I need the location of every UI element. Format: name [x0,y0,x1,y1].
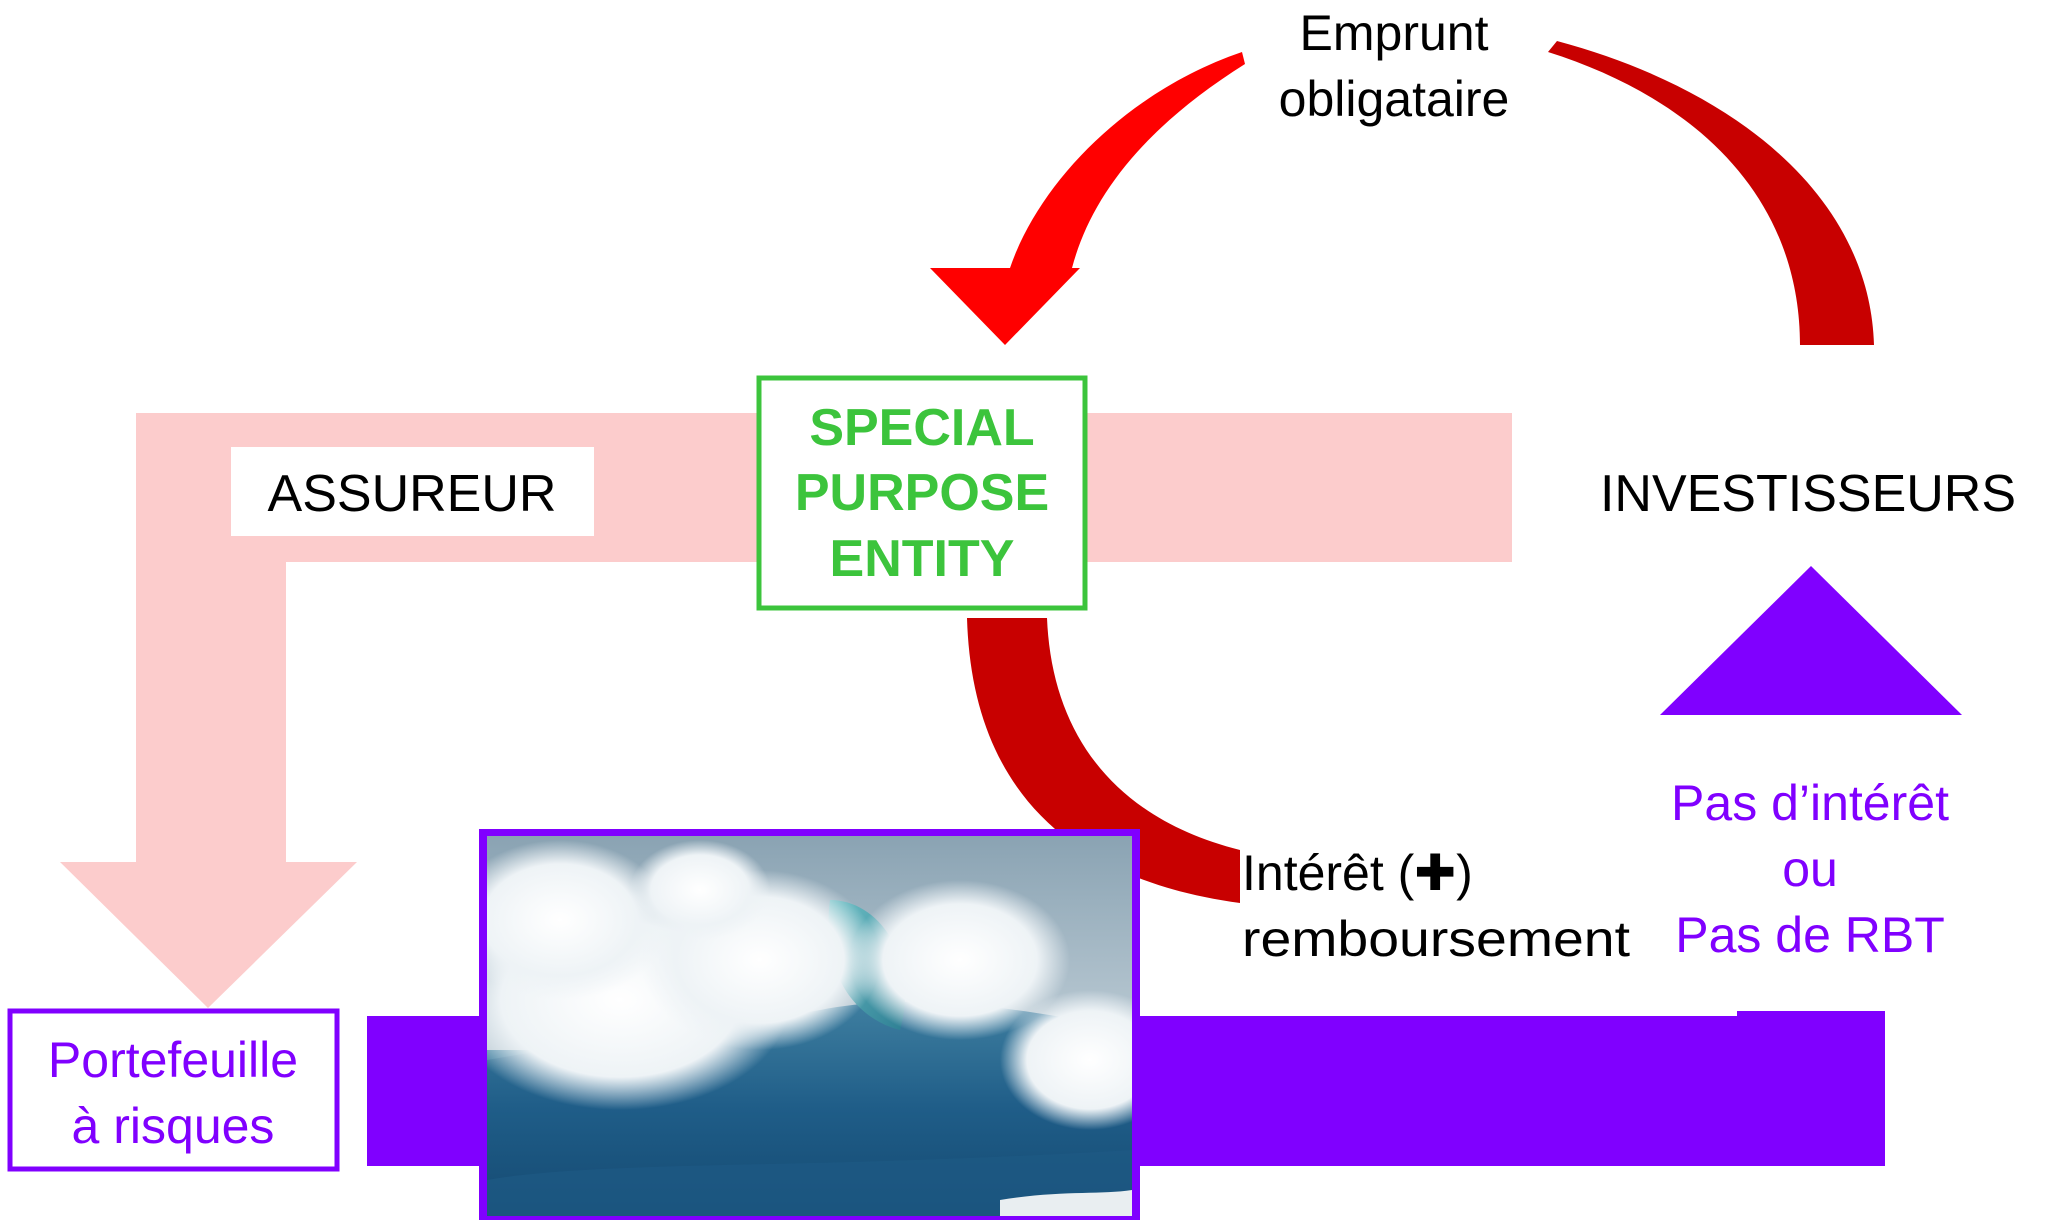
spe-label-line2: PURPOSE [795,464,1049,522]
emprunt-label-line2: obligataire [1279,71,1510,127]
portefeuille-label-line2: à risques [72,1098,275,1154]
investisseurs-label: INVESTISSEURS [1600,465,2016,523]
portefeuille-label-line1: Portefeuille [48,1032,298,1088]
spe-box: SPECIAL PURPOSE ENTITY [756,375,1088,611]
assureur-label-bg [231,447,594,536]
pas-label-line1: Pas d’intérêt [1671,775,1949,831]
interet-label-line2: remboursement [1242,911,1630,967]
pas-label-bg [1637,755,1982,1011]
interet-label-line1: Intérêt (✚) [1242,845,1473,901]
emprunt-label-line1: Emprunt [1300,5,1489,61]
assureur-label: ASSUREUR [268,465,557,523]
pas-label-line2: ou [1782,841,1838,897]
spe-label-line3: ENTITY [830,530,1015,588]
bond-issue-arrow [930,41,1874,345]
pas-label-line3: Pas de RBT [1675,907,1945,963]
spe-label-line1: SPECIAL [809,399,1034,457]
portefeuille-box: Portefeuille à risques [7,1008,340,1172]
wave-photo [479,829,1140,1220]
interest-flow-arrow [967,618,1240,903]
